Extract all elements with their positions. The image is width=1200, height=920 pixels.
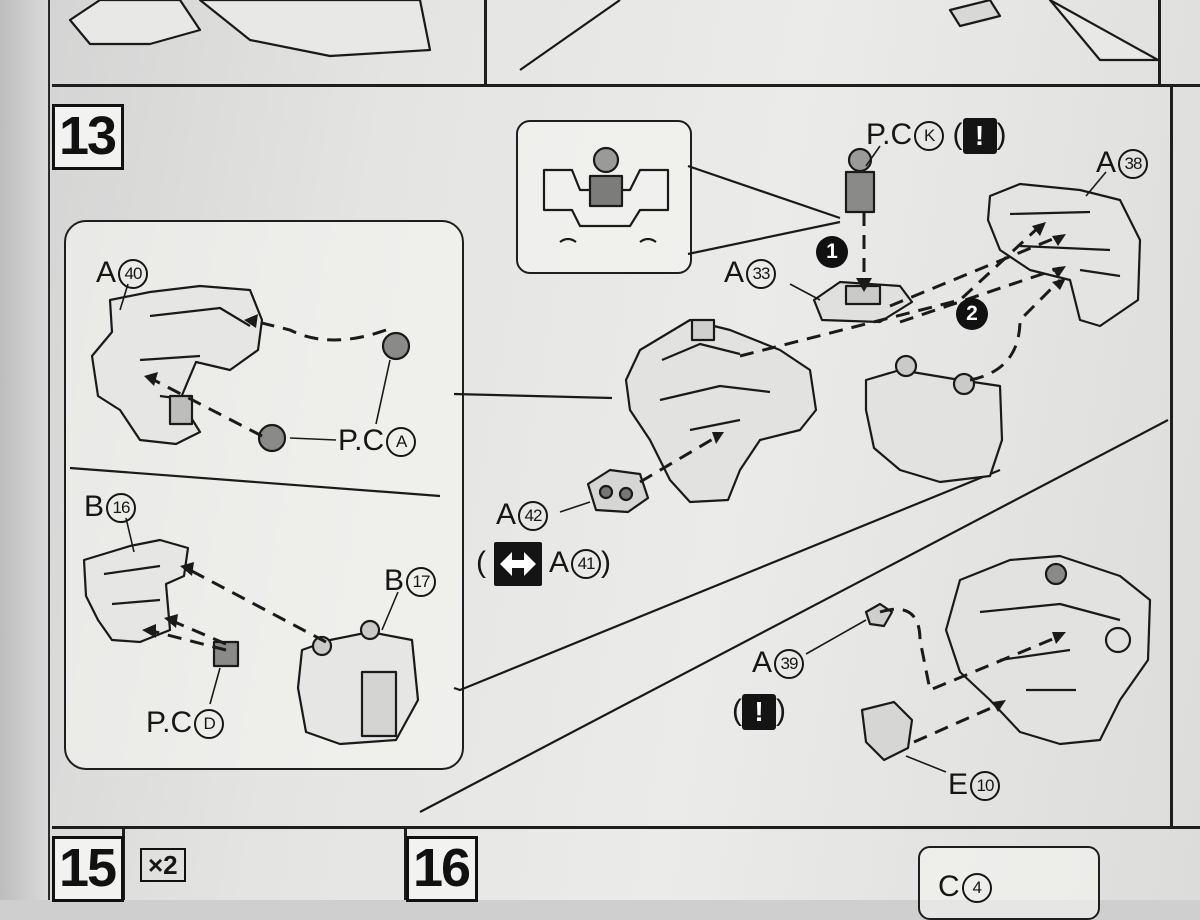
bottom-row-vertical-2 bbox=[404, 828, 407, 900]
bottom-row-divider bbox=[52, 826, 1200, 829]
swap-arrows-icon bbox=[494, 542, 543, 586]
circled-letter-k: K bbox=[914, 121, 945, 151]
step-15-multiplier: ×2 bbox=[140, 848, 186, 882]
step-16-number: 16 bbox=[406, 836, 479, 902]
assembly-line-art bbox=[68, 0, 1169, 813]
order-marker-2: 2 bbox=[956, 298, 988, 330]
step13-right-border bbox=[1170, 86, 1173, 828]
step-15-number: 15 bbox=[52, 836, 125, 902]
top-row-vertical bbox=[484, 0, 487, 86]
top-row-vertical-right bbox=[1158, 0, 1161, 86]
order-marker-1: 1 bbox=[816, 236, 848, 268]
top-row-divider bbox=[52, 84, 1200, 87]
label-a39-caution: (!) bbox=[732, 694, 786, 730]
page-binding bbox=[0, 0, 50, 900]
caution-icon: ! bbox=[742, 694, 776, 730]
circled-letter-d: D bbox=[194, 709, 225, 740]
caution-icon: ! bbox=[962, 118, 997, 154]
circled-letter-a: A bbox=[386, 427, 417, 458]
step-13-number: 13 bbox=[52, 104, 125, 170]
